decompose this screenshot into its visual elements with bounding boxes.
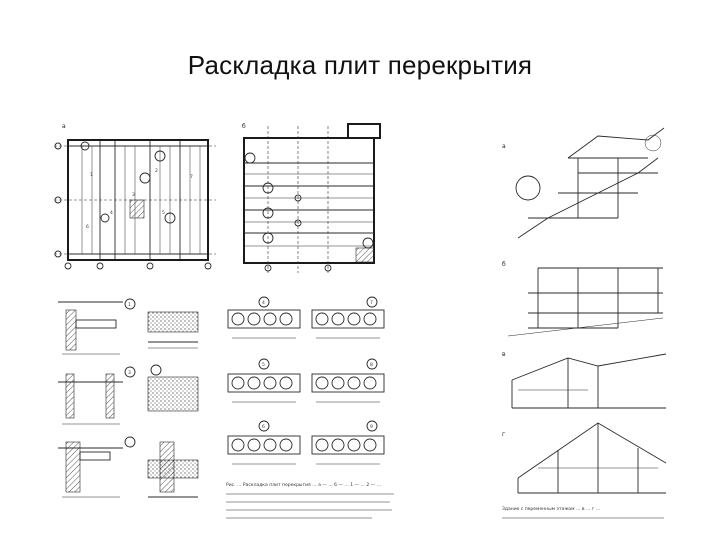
slab-detail-e: 6 — [227, 420, 301, 465]
plan-a-figure: а 1 2 3 4 5 6 7 — [54, 123, 216, 270]
slide-title: Раскладка плит перекрытия — [187, 50, 533, 80]
detail-num: 9 — [370, 424, 373, 430]
detail-num: 1 — [128, 302, 131, 308]
section-label: а — [502, 143, 506, 150]
plan-b-figure: б — [242, 123, 381, 273]
detail-4 — [147, 364, 199, 412]
plan-a-mark: 7 — [190, 174, 193, 180]
plan-b-label: б — [242, 123, 246, 130]
section-c: в — [502, 351, 667, 409]
details-left: 1 3 — [58, 298, 199, 498]
detail-2 — [147, 311, 199, 349]
detail-num: 3 — [128, 370, 131, 376]
slab-detail-a: 4 — [227, 296, 301, 339]
slab-detail-c: 5 — [227, 358, 301, 403]
detail-5 — [58, 436, 136, 498]
section-label: в — [502, 351, 506, 358]
plan-a-mark: 2 — [155, 168, 158, 174]
plan-a-mark: 3 — [132, 192, 135, 198]
sections-right: а б в — [502, 127, 667, 519]
caption-left: Рис. … Раскладка плит перекрытия … а — …… — [226, 482, 381, 488]
detail-1: 1 — [58, 298, 136, 355]
plan-a-mark: 4 — [110, 210, 113, 216]
section-label: г — [502, 431, 505, 438]
section-a: а — [502, 127, 665, 239]
detail-3: 3 — [58, 366, 136, 425]
detail-num: 7 — [370, 300, 373, 306]
detail-num: 6 — [262, 424, 265, 430]
plan-a-mark: 6 — [86, 224, 89, 230]
caption-right-group: Здание с переменным этажом … в … г … — [502, 506, 664, 519]
slab-detail-f: 9 — [311, 420, 385, 465]
section-d: г — [502, 422, 667, 494]
detail-num: 4 — [262, 300, 265, 306]
caption-right: Здание с переменным этажом … в … г … — [502, 506, 600, 512]
section-b: б — [502, 261, 664, 337]
section-label: б — [502, 261, 506, 268]
detail-num: 8 — [370, 362, 373, 368]
caption-left-figure: Рис. … Раскладка плит перекрытия … а — …… — [226, 482, 394, 519]
slab-detail-d: 8 — [311, 358, 385, 403]
slab-detail-b: 7 — [311, 296, 385, 339]
detail-6 — [147, 441, 199, 498]
detail-num: 5 — [262, 362, 265, 368]
plan-a-mark: 5 — [162, 210, 165, 216]
details-middle: 4 7 5 8 — [227, 296, 385, 465]
plan-a-mark: 1 — [90, 172, 93, 178]
plan-a-label: а — [62, 123, 66, 130]
